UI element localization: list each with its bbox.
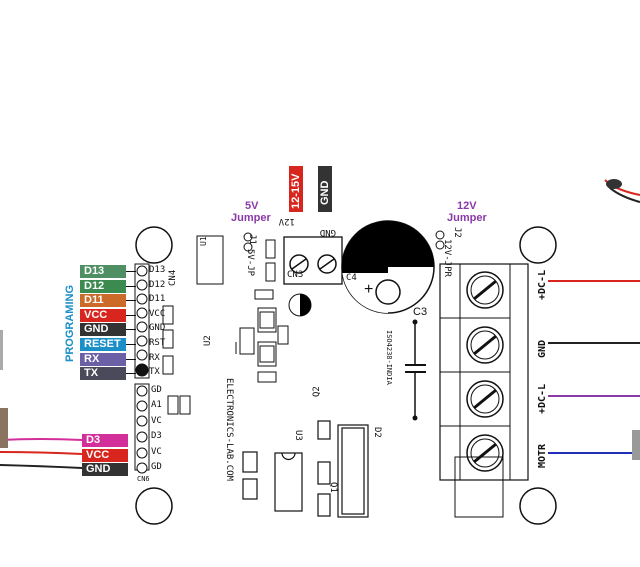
j1-jumper xyxy=(243,232,276,282)
prog-pin-lead xyxy=(126,358,136,360)
cn4-silk-pin: RX xyxy=(149,352,160,363)
u1-label: U1 xyxy=(199,236,208,246)
cn6-silk-pin: VC xyxy=(151,415,162,426)
prog-pin-lead xyxy=(126,285,136,287)
prog-pin-lead xyxy=(126,300,136,302)
prog-pin-reset: RESET xyxy=(80,338,126,351)
prog-pin-tx: TX xyxy=(80,367,126,381)
cn4-label: CN4 xyxy=(168,269,178,286)
j1-silk: J1 xyxy=(247,234,257,245)
j2-silk2: 12V-JPR xyxy=(442,239,452,277)
cn6-silk-pin: GD xyxy=(151,385,162,395)
right-wires xyxy=(548,179,640,460)
cn6-label: CN6 xyxy=(137,475,150,483)
jumper-5v-line1: 5V xyxy=(245,200,259,212)
cn4-silk-pin: D11 xyxy=(149,294,166,305)
programming-title: PROGRAMING xyxy=(64,285,76,362)
cn6-silk-pin: D3 xyxy=(151,431,162,442)
cn3-pin-12v: 12V xyxy=(278,216,295,226)
prog-pin-lead xyxy=(126,271,136,272)
c3-label: C3 xyxy=(413,306,428,318)
cn4-silk-pin: VCC xyxy=(149,308,166,319)
j1-silk2: 5V-JP xyxy=(245,249,255,277)
prog-pin-d12: D12 xyxy=(80,279,126,293)
prog-pin-d13: D13 xyxy=(80,265,126,278)
center-pads xyxy=(235,307,289,383)
input-pin-vcc: VCC xyxy=(82,448,128,462)
u1-footprint xyxy=(196,235,224,285)
d1-footprint xyxy=(454,456,504,518)
cn4-silk-pin: RST xyxy=(149,338,166,348)
cn6-silk-pin: VC xyxy=(151,446,162,457)
badge-gnd-text: GND xyxy=(319,180,331,205)
cn4-silk-pin: TX xyxy=(149,367,160,378)
left-wires xyxy=(0,330,83,469)
cn6-header xyxy=(134,383,150,474)
j2-jumper xyxy=(435,230,445,250)
cn6-silk-pin: A1 xyxy=(151,400,162,411)
c3-capacitor xyxy=(405,319,426,421)
prog-pin-gnd: GND xyxy=(80,323,126,337)
terminal-label: GND xyxy=(537,339,548,358)
cn3-terminal xyxy=(283,236,343,285)
cn3-pin-gnd: GND xyxy=(319,227,336,237)
badge-12-15v xyxy=(289,166,303,212)
cn3-label: CN3 xyxy=(287,270,304,280)
prog-pin-lead xyxy=(126,314,136,316)
site-label: ELECTRONICS-LAB.COM xyxy=(224,378,234,481)
cn4-silk-pin: D12 xyxy=(149,279,166,290)
u3-dip xyxy=(242,420,369,518)
prog-pin-d11: D11 xyxy=(80,294,126,308)
terminal-label: MOTR xyxy=(537,443,548,468)
input-pin-d3: D3 xyxy=(82,434,128,447)
prog-pin-rx: RX xyxy=(80,352,126,366)
badge-12-15v-text: 12-15V xyxy=(290,173,302,209)
j2-silk: J2 xyxy=(452,227,462,238)
cn4-silk-pin: GND xyxy=(149,323,166,334)
badge-gnd xyxy=(318,166,332,212)
jumper-12v-line1: 12V xyxy=(457,200,477,212)
terminal-label: +DC-L xyxy=(537,269,548,300)
prog-pin-vcc: VCC xyxy=(80,308,126,322)
small-transistor xyxy=(254,289,312,317)
input-pin-gnd: GND xyxy=(82,463,128,476)
prog-pin-lead xyxy=(126,373,136,375)
c4-capacitor xyxy=(341,220,435,314)
led-strip-part xyxy=(0,408,8,448)
u2-label: U2 xyxy=(203,335,213,346)
prog-pin-lead xyxy=(126,344,136,345)
terminal-block xyxy=(439,263,529,481)
small-parts-left xyxy=(162,305,191,415)
cn6-silk-pin: GD xyxy=(151,462,162,472)
iso-label: ISO4238-INDIA xyxy=(385,330,393,385)
u3-label: U3 xyxy=(293,430,303,441)
d2-label: D2 xyxy=(372,427,382,438)
prog-pin-lead xyxy=(126,329,136,331)
q2-label: Q2 xyxy=(312,386,322,397)
c4-plus: + xyxy=(364,281,374,298)
c4-label: C4 xyxy=(346,273,357,283)
cn4-silk-pin: D13 xyxy=(149,265,166,275)
q1-label: Q1 xyxy=(328,482,338,493)
mounting-holes xyxy=(135,226,557,525)
cn4-header xyxy=(134,263,150,379)
terminal-label: +DC-L xyxy=(537,383,548,414)
jumper-5v-line2: Jumper xyxy=(231,212,271,224)
jumper-12v-line2: Jumper xyxy=(447,212,487,224)
